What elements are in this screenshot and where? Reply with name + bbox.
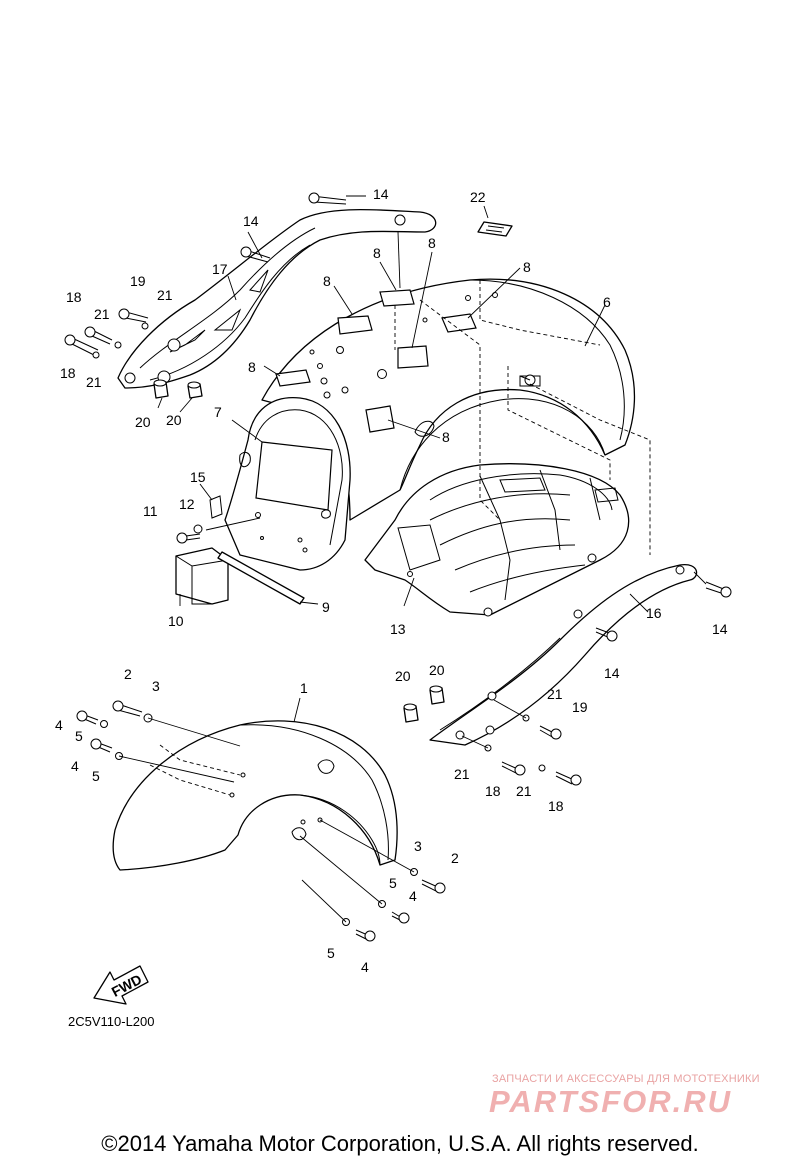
callout-8: 8: [323, 273, 331, 289]
fender-liner-part: [364, 463, 630, 617]
callout-5: 5: [389, 875, 397, 891]
watermark-logo: PARTSFOR.RU: [489, 1084, 733, 1119]
rear-fender-part: [261, 278, 636, 521]
fender-rail-17-part: [117, 208, 437, 389]
callout-3: 3: [152, 678, 160, 694]
callout-8: 8: [428, 235, 436, 251]
callout-22: 22: [470, 189, 486, 205]
callout-16: 16: [646, 605, 662, 621]
callout-14: 14: [712, 621, 728, 637]
callout-8: 8: [442, 429, 450, 445]
copyright-notice: ©2014 Yamaha Motor Corporation, U.S.A. A…: [101, 1131, 699, 1156]
callout-14: 14: [373, 186, 389, 202]
callout-13: 13: [390, 621, 406, 637]
callout-14: 14: [243, 213, 259, 229]
callout-14: 14: [604, 665, 620, 681]
callout-18: 18: [60, 365, 76, 381]
license-plate-bracket-part: [175, 547, 229, 605]
drawing-code: 2C5V110-L200: [68, 1014, 155, 1029]
callout-8: 8: [373, 245, 381, 261]
fender-rail-16-part: [429, 564, 698, 746]
callout-4: 4: [71, 758, 79, 774]
fasteners: [64, 192, 732, 942]
callout-11: 11: [143, 503, 158, 519]
callout-6: 6: [603, 294, 611, 310]
callout-18: 18: [485, 783, 501, 799]
callout-4: 4: [409, 888, 417, 904]
callout-5: 5: [75, 728, 83, 744]
callout-21: 21: [157, 287, 173, 303]
inner-fender-part: [224, 396, 351, 571]
callout-2: 2: [451, 850, 459, 866]
label-22-part: [477, 221, 513, 237]
callout-labels: 14 14 22 8 8 8 8 8 8 17 19 18 21 21 18 2…: [55, 186, 728, 975]
callout-4: 4: [55, 717, 63, 733]
callout-4: 4: [361, 959, 369, 975]
callout-19: 19: [572, 699, 588, 715]
callout-21: 21: [454, 766, 470, 782]
callout-7: 7: [214, 404, 222, 420]
callout-10: 10: [168, 613, 184, 629]
callout-18: 18: [548, 798, 564, 814]
callout-1: 1: [300, 680, 308, 696]
callout-12: 12: [179, 496, 195, 512]
callout-18: 18: [66, 289, 82, 305]
callout-20: 20: [429, 662, 445, 678]
callout-3: 3: [414, 838, 422, 854]
callout-19: 19: [130, 273, 146, 289]
rivet-15-part: [209, 495, 223, 519]
watermark-tagline: ЗАПЧАСТИ И АКСЕССУАРЫ ДЛЯ МОТОТЕХНИКИ: [492, 1073, 760, 1085]
callout-9: 9: [322, 599, 330, 615]
callout-15: 15: [190, 469, 206, 485]
callout-8: 8: [523, 259, 531, 275]
fwd-arrow-icon: FWD: [93, 965, 149, 1005]
callout-20: 20: [395, 668, 411, 684]
callout-20: 20: [135, 414, 151, 430]
callout-5: 5: [92, 768, 100, 784]
leader-lines: [118, 195, 707, 923]
callout-8: 8: [248, 359, 256, 375]
callout-2: 2: [124, 666, 132, 682]
callout-5: 5: [327, 945, 335, 961]
front-fender-part: [112, 720, 398, 871]
grommet-strip-part: [217, 551, 305, 605]
callout-21: 21: [516, 783, 532, 799]
callout-20: 20: [166, 412, 182, 428]
callout-21: 21: [86, 374, 102, 390]
callout-21: 21: [547, 686, 563, 702]
callout-17: 17: [212, 261, 228, 277]
callout-21: 21: [94, 306, 110, 322]
